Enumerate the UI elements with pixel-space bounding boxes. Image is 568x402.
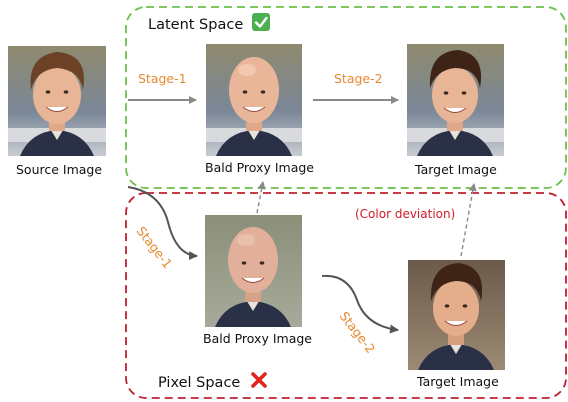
source-image-label: Source Image <box>16 162 102 177</box>
latent-space-region <box>125 6 567 189</box>
pixel-target-label: Target Image <box>416 374 499 389</box>
cross-mark-icon <box>251 372 267 388</box>
pixel-stage1-arrow <box>127 186 198 261</box>
latent-bald-proxy-image <box>206 44 302 156</box>
pixel-bald-proxy-label: Bald Proxy Image <box>203 331 312 346</box>
latent-space-title: Latent Space <box>148 17 243 33</box>
pixel-stage2-arrow <box>321 274 399 334</box>
proxy-comparison-arrow <box>256 181 266 214</box>
latent-bald-proxy-label: Bald Proxy Image <box>205 160 314 175</box>
pixel-target-image <box>408 260 505 370</box>
latent-stage1-label: Stage-1 <box>138 71 187 86</box>
latent-target-image <box>407 44 504 156</box>
pixel-space-title: Pixel Space <box>158 375 240 391</box>
source-image <box>8 46 106 156</box>
pixel-stage1-label: Stage-1 <box>134 224 176 272</box>
pixel-space-region <box>125 192 567 399</box>
latent-target-label: Target Image <box>414 162 497 177</box>
pixel-stage2-label: Stage-2 <box>337 309 379 357</box>
target-comparison-arrow <box>460 183 477 257</box>
pixel-bald-proxy-image <box>205 215 302 327</box>
latent-stage2-label: Stage-2 <box>334 71 383 86</box>
color-deviation-note: (Color deviation) <box>355 207 455 221</box>
check-mark-icon <box>252 13 270 31</box>
